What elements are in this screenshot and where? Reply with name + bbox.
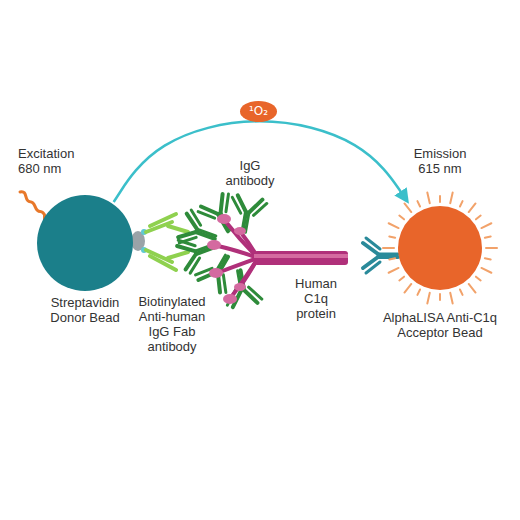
- bead-shape: [37, 195, 133, 291]
- label-text: Emission 615 nm: [402, 146, 478, 176]
- igg-antibody: [175, 192, 267, 309]
- label-text: Biotinylated Anti-human IgG Fab antibody: [128, 294, 216, 354]
- label-text: Human C1q protein: [285, 276, 347, 321]
- bead-shape: [382, 190, 498, 306]
- anti-c1q-antibody: [363, 238, 398, 273]
- donor-bead: Streptavidin Donor Bead: [37, 195, 133, 325]
- bead-label: Streptavidin Donor Bead: [43, 295, 127, 325]
- singlet-oxygen-arrow: [114, 121, 406, 202]
- singlet-oxygen-label: ¹O₂: [240, 101, 277, 122]
- label-text: IgG antibody: [215, 158, 285, 188]
- bead-label: AlphaLISA Anti-C1q Acceptor Bead: [380, 310, 500, 340]
- acceptor-bead: AlphaLISA Anti-C1q Acceptor Bead: [380, 190, 500, 340]
- label-text: Excitation 680 nm: [18, 146, 98, 176]
